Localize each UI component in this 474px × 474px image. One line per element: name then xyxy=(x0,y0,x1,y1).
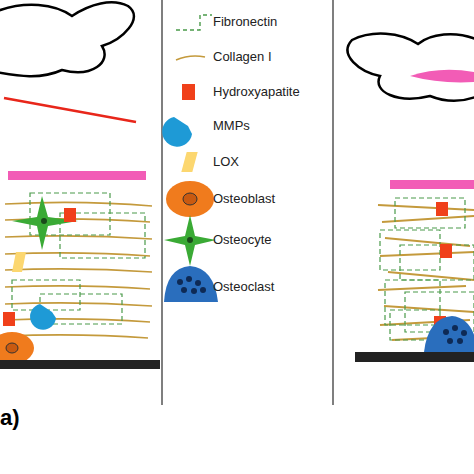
osteoblast-nucleus xyxy=(183,193,197,205)
legend-label: Osteoclast xyxy=(213,279,274,295)
pink-element xyxy=(410,70,474,83)
osteocyte xyxy=(12,196,78,250)
mmp xyxy=(30,304,56,330)
hydroxyapatite xyxy=(3,312,15,326)
osteoclast-nuclei xyxy=(443,325,467,344)
legend-label: Collagen I xyxy=(213,49,272,65)
red-line xyxy=(4,98,136,122)
legend-label: Hydroxyapatite xyxy=(213,84,300,100)
legend-label: Osteocyte xyxy=(213,232,272,248)
lox xyxy=(12,252,26,272)
legend-label: LOX xyxy=(213,154,239,170)
separator-line xyxy=(332,0,334,405)
osteoclast xyxy=(424,316,474,352)
osteoclast-sample xyxy=(164,266,218,302)
black-bar xyxy=(355,352,474,362)
panel-label: a) xyxy=(0,405,20,431)
tooth-outline xyxy=(348,34,474,101)
osteoblast-nucleus xyxy=(6,343,18,353)
black-bar xyxy=(0,360,160,369)
osteocyte-sample xyxy=(164,215,216,266)
tooth-outline xyxy=(0,2,134,76)
legend-swatch xyxy=(181,152,197,172)
legend-label: Osteoblast xyxy=(213,191,275,207)
legend-label: MMPs xyxy=(213,118,250,134)
osteoclast-nuclei xyxy=(177,276,206,294)
legend-swatch xyxy=(182,84,195,100)
pink-bar xyxy=(390,180,474,189)
osteoblast-sample xyxy=(166,181,214,217)
separator-line xyxy=(161,0,163,405)
fibronectin-sample xyxy=(176,15,212,30)
hydroxyapatite xyxy=(64,208,76,222)
osteoblast xyxy=(0,332,34,364)
hydroxyapatite xyxy=(436,202,448,216)
osteocyte-nucleus xyxy=(41,218,47,224)
osteocyte-nucleus xyxy=(187,237,193,243)
hydroxyapatite xyxy=(440,244,452,258)
legend-label: Fibronectin xyxy=(213,14,277,30)
pink-bar xyxy=(8,171,146,180)
mmp-sample xyxy=(162,117,192,147)
fibronectin-network xyxy=(12,193,145,324)
collagen-sample xyxy=(176,56,205,60)
